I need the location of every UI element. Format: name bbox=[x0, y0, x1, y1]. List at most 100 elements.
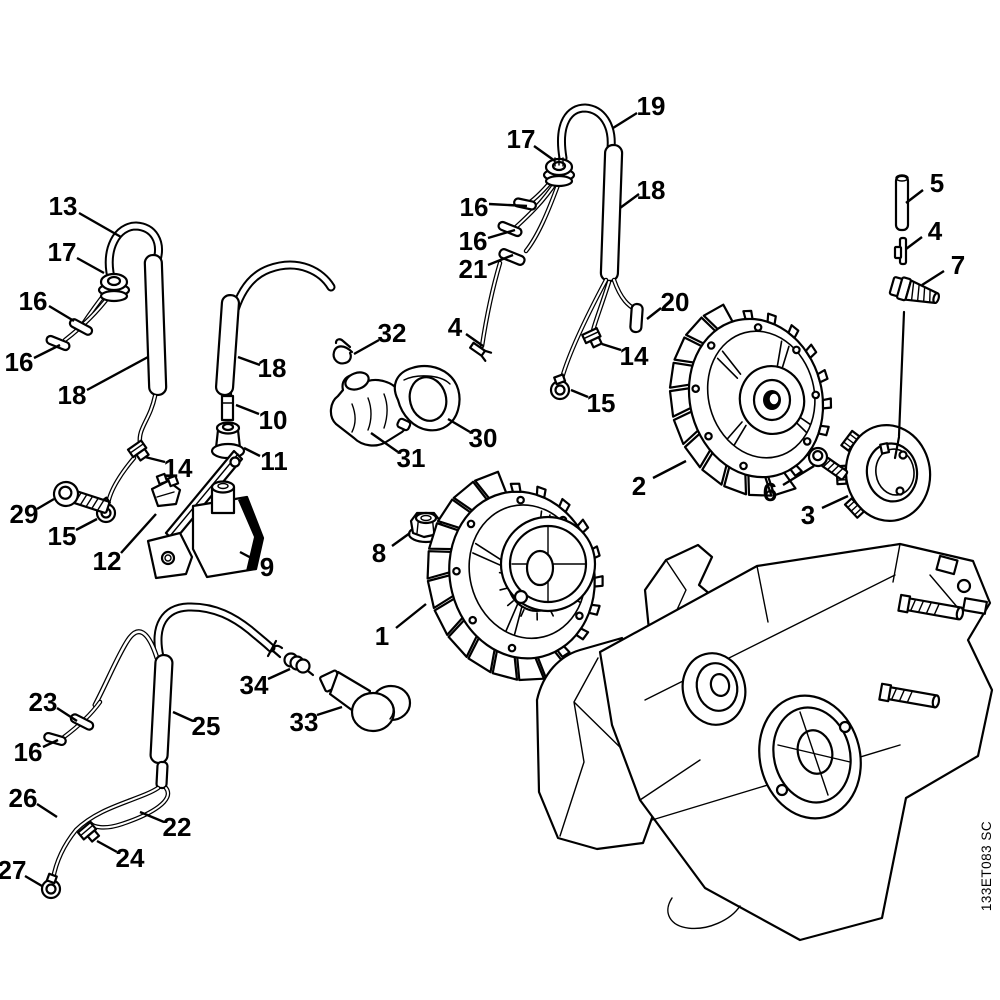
callout-leader-25 bbox=[172, 710, 194, 723]
callout-label-14: 14 bbox=[164, 453, 193, 483]
callout-label-21: 21 bbox=[459, 254, 488, 284]
callout-label-18: 18 bbox=[258, 353, 287, 383]
part-harness-bottom bbox=[40, 602, 278, 900]
part-clip-32 bbox=[332, 338, 354, 365]
callout-leader-11 bbox=[243, 446, 261, 458]
callout-leader-24 bbox=[96, 839, 118, 854]
callout-label-12: 12 bbox=[93, 546, 122, 576]
callout-leader-23 bbox=[56, 706, 78, 723]
callout-label-3: 3 bbox=[801, 500, 815, 530]
part-rotor-3 bbox=[835, 424, 932, 522]
sprocket-gear bbox=[499, 515, 597, 613]
crankshaft-axis-line bbox=[897, 310, 906, 438]
callout-leader-6 bbox=[782, 464, 815, 487]
part-trigger-12 bbox=[150, 472, 182, 508]
stud-bolt-lower bbox=[878, 682, 941, 709]
callout-label-10: 10 bbox=[259, 405, 288, 435]
callout-label-9: 9 bbox=[260, 552, 274, 582]
callout-label-22: 22 bbox=[163, 812, 192, 842]
callout-label-25: 25 bbox=[192, 711, 221, 741]
callout-label-6: 6 bbox=[763, 477, 777, 507]
callout-leader-29 bbox=[36, 497, 55, 511]
callout-label-19: 19 bbox=[637, 91, 666, 121]
callout-leader-16 bbox=[33, 343, 61, 360]
callout-leader-16 bbox=[48, 304, 75, 323]
terminal-20 bbox=[629, 302, 644, 334]
part-spring-34 bbox=[271, 644, 315, 677]
callout-label-16: 16 bbox=[5, 347, 34, 377]
connector-24 bbox=[76, 821, 101, 843]
callout-label-5: 5 bbox=[930, 168, 944, 198]
callout-label-18: 18 bbox=[58, 380, 87, 410]
terminal-sleeve-16e bbox=[43, 731, 67, 747]
part-boot-11 bbox=[210, 421, 246, 460]
callout-leader-3 bbox=[821, 494, 849, 510]
part-screw-29 bbox=[52, 480, 111, 514]
part-insulator-10 bbox=[220, 394, 235, 422]
callout-leader-27 bbox=[24, 874, 43, 888]
connector-14-left bbox=[126, 439, 150, 462]
callout-label-15: 15 bbox=[587, 388, 616, 418]
callout-leader-18 bbox=[237, 355, 261, 367]
callout-label-17: 17 bbox=[507, 124, 536, 154]
callout-leader-12 bbox=[120, 513, 157, 554]
callout-leader-16 bbox=[487, 228, 516, 240]
callout-label-18: 18 bbox=[637, 175, 666, 205]
callout-label-26: 26 bbox=[9, 783, 38, 813]
callout-leader-16 bbox=[488, 202, 528, 208]
callout-leader-14 bbox=[601, 342, 622, 352]
callout-label-17: 17 bbox=[48, 237, 77, 267]
callout-label-29: 29 bbox=[10, 499, 39, 529]
callout-leader-17 bbox=[533, 145, 556, 162]
part-plug-terminal-33 bbox=[319, 669, 412, 733]
part-plug-screw-7 bbox=[888, 276, 941, 305]
callout-label-16: 16 bbox=[14, 737, 43, 767]
callout-label-20: 20 bbox=[661, 287, 690, 317]
callout-leader-15 bbox=[75, 517, 98, 532]
callout-leader-31 bbox=[370, 432, 399, 453]
callout-label-15: 15 bbox=[48, 521, 77, 551]
diagram-code: 133ET083 SC bbox=[979, 821, 994, 911]
part-key-4 bbox=[893, 236, 908, 266]
callout-label-16: 16 bbox=[460, 192, 489, 222]
callout-label-33: 33 bbox=[290, 707, 319, 737]
callout-label-4: 4 bbox=[448, 312, 463, 342]
callout-leader-4 bbox=[465, 333, 484, 347]
callout-leader-4 bbox=[905, 236, 923, 250]
callout-label-13: 13 bbox=[49, 191, 78, 221]
callout-label-24: 24 bbox=[116, 843, 145, 873]
callout-leader-10 bbox=[235, 403, 260, 416]
terminal-sleeve-16a bbox=[68, 318, 94, 336]
callout-leader-22 bbox=[139, 810, 165, 824]
callout-leader-32 bbox=[353, 338, 380, 356]
part-sleeve-5 bbox=[894, 174, 910, 232]
callout-label-16: 16 bbox=[459, 226, 488, 256]
callout-leader-9 bbox=[239, 550, 256, 562]
part-flywheel-2 bbox=[668, 303, 833, 497]
part-harness-top bbox=[468, 103, 644, 401]
callout-leader-1 bbox=[395, 603, 427, 629]
callout-label-32: 32 bbox=[378, 318, 407, 348]
callout-label-11: 11 bbox=[260, 446, 288, 476]
part-shroud-30 bbox=[393, 364, 461, 432]
callout-label-16: 16 bbox=[19, 286, 48, 316]
callout-label-34: 34 bbox=[240, 670, 269, 700]
terminal-4-wire-end bbox=[468, 341, 493, 362]
callout-label-8: 8 bbox=[372, 538, 386, 568]
callout-label-30: 30 bbox=[469, 423, 498, 453]
callout-leader-18 bbox=[86, 355, 149, 392]
callout-leader-20 bbox=[646, 307, 662, 320]
callout-leader-14 bbox=[144, 455, 166, 464]
callout-leader-15 bbox=[570, 388, 589, 399]
callout-leader-16 bbox=[42, 738, 59, 749]
stud-bolt-upper bbox=[897, 593, 965, 621]
callout-label-31: 31 bbox=[397, 443, 426, 473]
callout-leader-17 bbox=[76, 256, 105, 275]
callout-leader-18 bbox=[619, 193, 640, 209]
callout-leader-21 bbox=[487, 253, 514, 267]
callout-leader-19 bbox=[612, 111, 638, 130]
part-screw-6 bbox=[807, 446, 849, 481]
sheath-25 bbox=[149, 653, 174, 765]
